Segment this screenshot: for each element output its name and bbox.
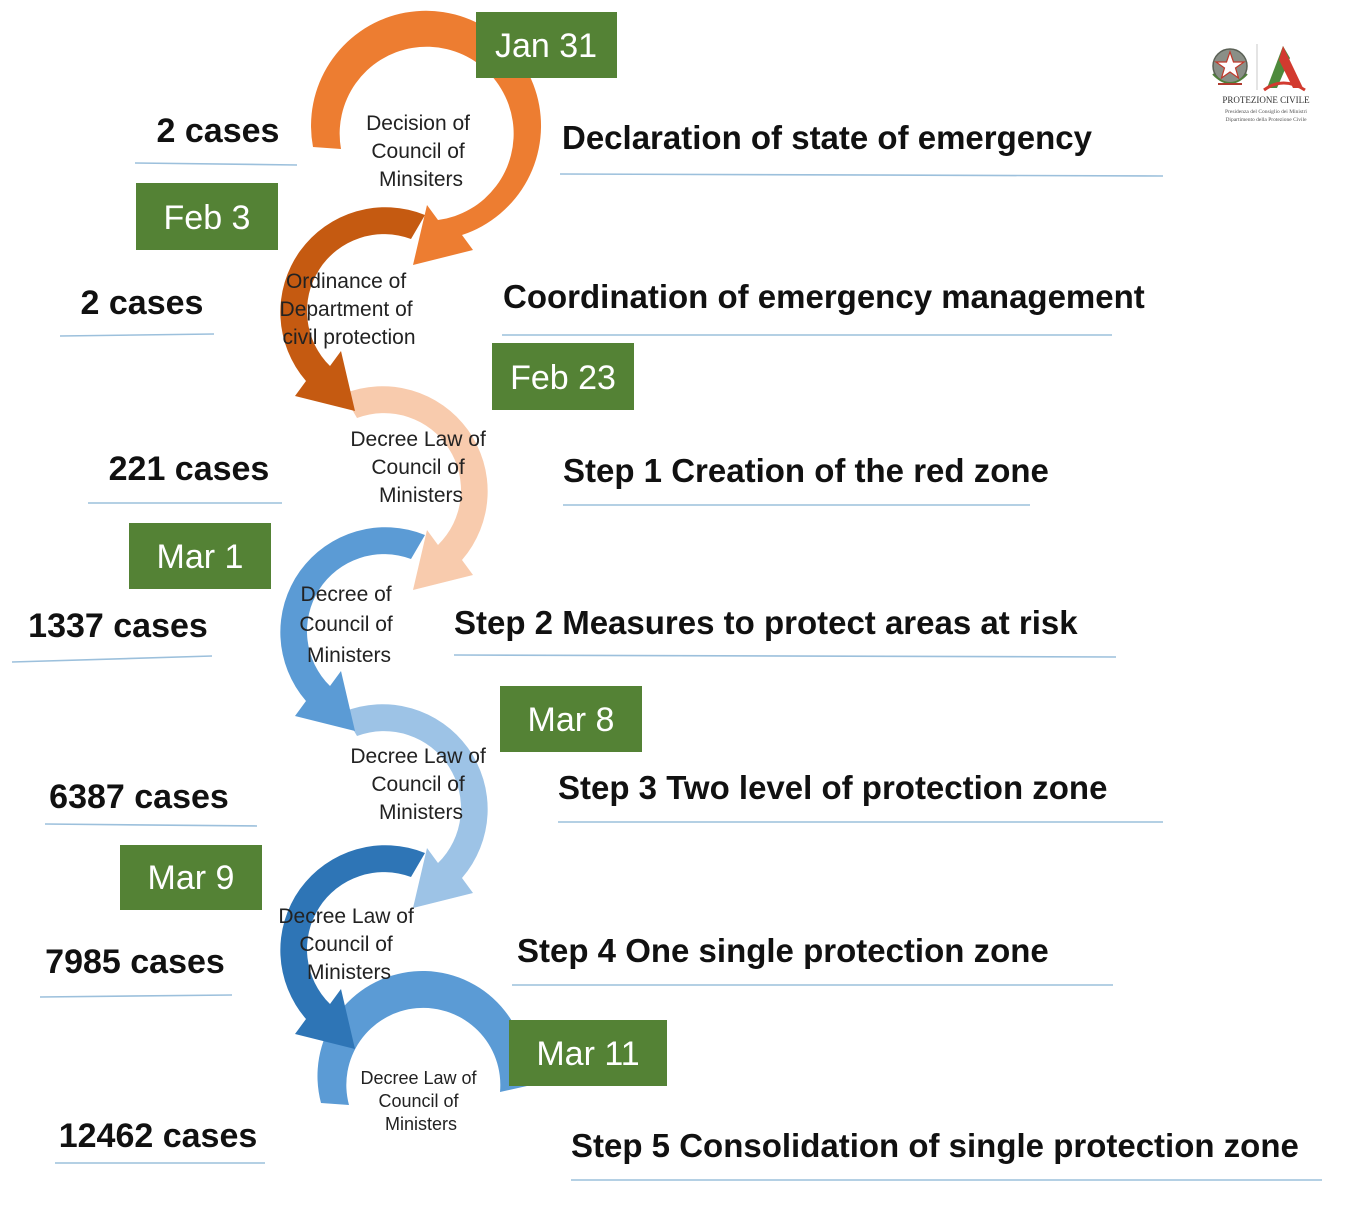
- date-label-step-6: Mar 9: [148, 859, 235, 897]
- title-step-2: Coordination of emergency management: [503, 278, 1145, 315]
- date-label-step-1: Jan 31: [495, 27, 597, 65]
- date-label-step-3: Feb 23: [510, 359, 616, 397]
- title-underline-step-1: [559, 173, 1164, 177]
- step-titles: Declaration of state of emergency Coordi…: [453, 119, 1322, 1181]
- title-step-4: Step 2 Measures to protect areas at risk: [454, 604, 1078, 641]
- civil-protection-mark-icon: [1263, 46, 1306, 92]
- cases-step-5: 6387 cases: [49, 778, 229, 816]
- italian-emblem-icon: [1212, 48, 1248, 85]
- protezione-civile-logo: PROTEZIONE CIVILE Presidenza del Consigl…: [1212, 44, 1310, 123]
- cases-underline-step-5: [44, 823, 258, 827]
- date-label-step-4: Mar 1: [157, 538, 244, 576]
- inner-text-step-6: Decree Law of Council of Ministers: [278, 905, 419, 984]
- cases-step-7: 12462 cases: [59, 1117, 258, 1155]
- date-box-step-3: [492, 343, 634, 410]
- cases-underline-step-6: [39, 994, 233, 998]
- cases-step-3: 221 cases: [109, 450, 270, 488]
- title-step-6: Step 4 One single protection zone: [517, 932, 1049, 969]
- cases-underline-step-4: [11, 655, 213, 663]
- inner-text-step-4: Decree of Council of Ministers: [299, 583, 398, 667]
- date-label-step-2: Feb 3: [164, 199, 251, 237]
- date-box-step-6: [120, 845, 262, 910]
- inner-text-step-1: Decision of Council of Minsiters: [366, 112, 476, 191]
- title-step-1: Declaration of state of emergency: [562, 119, 1093, 156]
- arrow-step-7: [317, 971, 528, 1105]
- date-label-step-7: Mar 11: [536, 1035, 639, 1073]
- cases-step-4: 1337 cases: [28, 607, 208, 645]
- cases-step-1: 2 cases: [157, 112, 280, 150]
- inner-text-step-5: Decree Law of Council of Ministers: [350, 745, 491, 824]
- cases-step-2: 2 cases: [81, 284, 204, 322]
- circular-arrows: [280, 10, 542, 1105]
- date-box-step-1: [476, 12, 617, 78]
- cases-underline-step-2: [59, 333, 215, 337]
- inner-text-step-3: Decree Law of Council of Ministers: [350, 428, 491, 507]
- cases-step-6: 7985 cases: [45, 943, 225, 981]
- arrow-step-2: [280, 207, 425, 411]
- arrow-step-5: [343, 704, 488, 908]
- date-box-step-7: [509, 1020, 667, 1086]
- logo-subtitle-1: Presidenza del Consiglio dei Ministri: [1225, 109, 1307, 115]
- arrow-step-3: [343, 386, 488, 590]
- title-step-7: Step 5 Consolidation of single protectio…: [571, 1127, 1299, 1164]
- inner-text-step-7: Decree Law of Council of Ministers: [360, 1068, 481, 1134]
- date-box-step-4: [129, 523, 271, 589]
- logo-caption: PROTEZIONE CIVILE: [1222, 95, 1310, 105]
- arrow-step-4: [280, 527, 425, 731]
- logo-subtitle-2: Dipartimento della Protezione Civile: [1225, 117, 1307, 123]
- title-step-3: Step 1 Creation of the red zone: [563, 452, 1049, 489]
- case-counts: 2 cases 2 cases 221 cases 1337 cases 638…: [11, 112, 298, 1164]
- arrow-step-6: [280, 845, 425, 1049]
- inner-text-step-2: Ordinance of Department of civil protect…: [280, 270, 419, 349]
- date-boxes: Jan 31 Feb 3 Feb 23 Mar 1 Mar 8 Mar 9 Ma…: [120, 12, 667, 1086]
- arrow-step-1: [311, 10, 542, 266]
- date-box-step-2: [136, 183, 278, 250]
- inner-labels: Decision of Council of Minsiters Ordinan…: [278, 112, 491, 1134]
- date-label-step-5: Mar 8: [528, 701, 615, 739]
- title-underline-step-4: [453, 654, 1117, 658]
- date-box-step-5: [500, 686, 642, 752]
- title-step-5: Step 3 Two level of protection zone: [558, 769, 1107, 806]
- cases-underline-step-1: [134, 162, 298, 166]
